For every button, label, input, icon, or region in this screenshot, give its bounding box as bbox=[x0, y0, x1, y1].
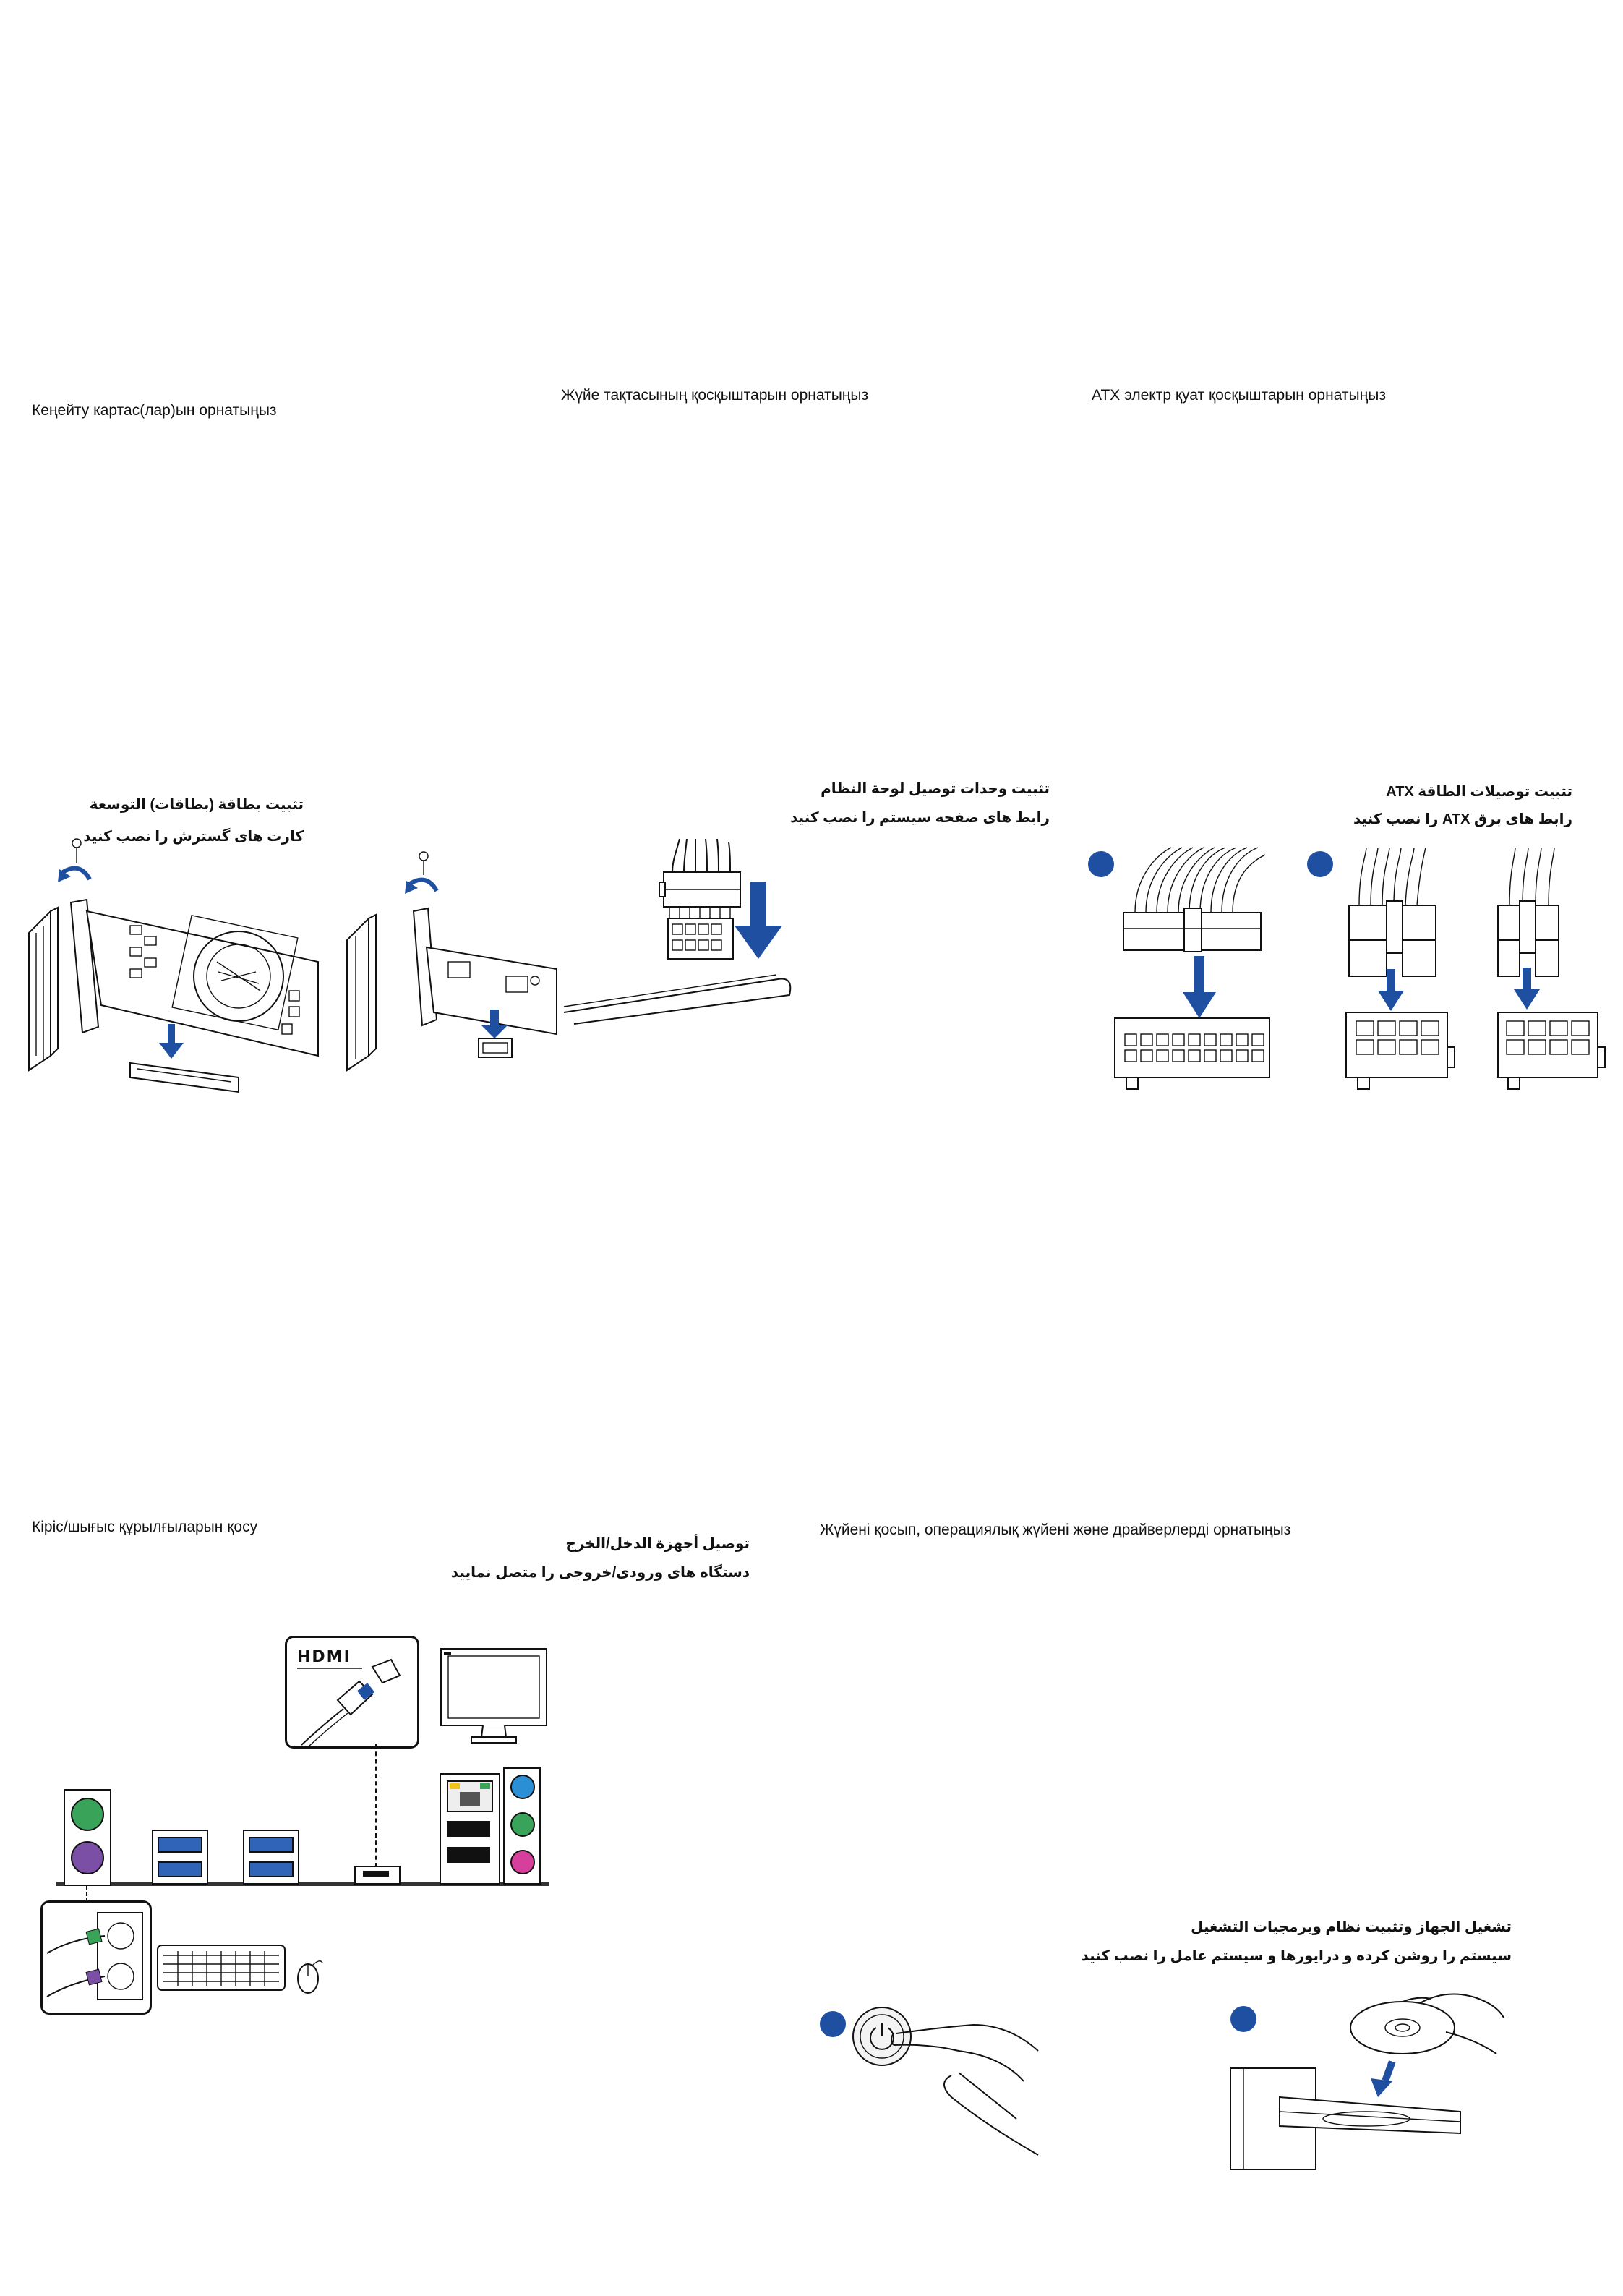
hdmi-port bbox=[354, 1866, 401, 1885]
audio-jack-blue bbox=[510, 1775, 535, 1799]
power-button-illustration bbox=[852, 2007, 1039, 2156]
usb-port-pair-2 bbox=[243, 1830, 299, 1885]
io-devices-title-kz: Кіріс/шығыс құрылғыларын қосу bbox=[32, 1519, 258, 1535]
system-panel-connector-illustration bbox=[563, 838, 792, 1025]
driver-disc-illustration bbox=[1230, 1993, 1504, 2170]
hdmi-dotted-guide bbox=[375, 1744, 377, 1867]
io-devices-title-ar: توصيل أجهزة الدخل/الخرج bbox=[565, 1536, 750, 1552]
lan-port bbox=[447, 1780, 493, 1812]
hdmi-cable-drawing bbox=[297, 1658, 401, 1747]
audio-jack-pink bbox=[510, 1850, 535, 1874]
io-panel-baseline bbox=[56, 1882, 549, 1886]
gpu-install-drawing bbox=[28, 838, 319, 1093]
atx-power-title-kz: ATX электр қуат қосқыштарын орнатыңыз bbox=[1092, 387, 1386, 404]
monitor-icon bbox=[440, 1648, 547, 1744]
io-devices-title-fa: دستگاه های ورودی/خروجی را متصل نمایید bbox=[450, 1565, 750, 1581]
atx-step-badge-1 bbox=[1088, 851, 1114, 877]
ps2-purple-port bbox=[71, 1841, 104, 1874]
audio-jack-green bbox=[510, 1812, 535, 1837]
expansion-title-kz: Кеңейту картас(лар)ын орнатыңыз bbox=[32, 402, 277, 419]
atx-24pin-illustration bbox=[1114, 847, 1270, 1090]
ps2-port-block bbox=[64, 1789, 111, 1886]
system-panel-title-kz: Жүйе тақтасының қосқыштарын орнатыңыз bbox=[561, 387, 869, 404]
hdmi-logo: HDMI bbox=[297, 1648, 351, 1666]
ps2-green-port bbox=[71, 1798, 104, 1831]
lan-usb-stack bbox=[440, 1773, 500, 1885]
ps2-callout-box bbox=[40, 1900, 152, 2015]
power-step-badge-1 bbox=[820, 2011, 846, 2037]
hdmi-callout-box: HDMI bbox=[285, 1636, 419, 1749]
power-on-title-kz: Жүйені қосып, операциялық жүйені және др… bbox=[820, 1522, 1291, 1538]
power-on-title-ar: تشغيل الجهاز وتثبيت نظام وبرمجيات التشغي… bbox=[1191, 1919, 1512, 1935]
ps2-dotted-guide bbox=[86, 1886, 87, 1908]
usb-port-pair-1 bbox=[152, 1830, 208, 1885]
atx-4pin-illustration bbox=[1497, 847, 1606, 1090]
atx-8pin-illustration bbox=[1345, 847, 1455, 1090]
keyboard-icon bbox=[157, 1945, 286, 1991]
power-on-title-fa: سیستم را روشن کرده و درایورها و سیستم عا… bbox=[1081, 1948, 1512, 1964]
atx-power-title-fa: رابط های برق ATX را نصب کنید bbox=[1353, 811, 1572, 827]
expansion-title-fa: کارت های گسترش را نصب کنید bbox=[83, 829, 304, 845]
system-panel-title-fa: رابط های صفحه سیستم را نصب کنید bbox=[790, 810, 1050, 826]
power-step-badge-2 bbox=[1230, 2006, 1256, 2032]
atx-step-badge-2 bbox=[1307, 851, 1333, 877]
small-card-install-drawing bbox=[346, 851, 557, 1072]
system-panel-title-ar: تثبيت وحدات توصيل لوحة النظام bbox=[821, 781, 1050, 797]
audio-jack-stack bbox=[503, 1767, 541, 1885]
expansion-title-ar: تثبيت بطاقة (بطاقات) التوسعة bbox=[89, 797, 304, 813]
expansion-card-illustration bbox=[28, 838, 557, 1093]
atx-power-title-ar: تثبيت توصيلات الطاقة ATX bbox=[1386, 784, 1572, 800]
mouse-icon bbox=[297, 1960, 323, 1994]
